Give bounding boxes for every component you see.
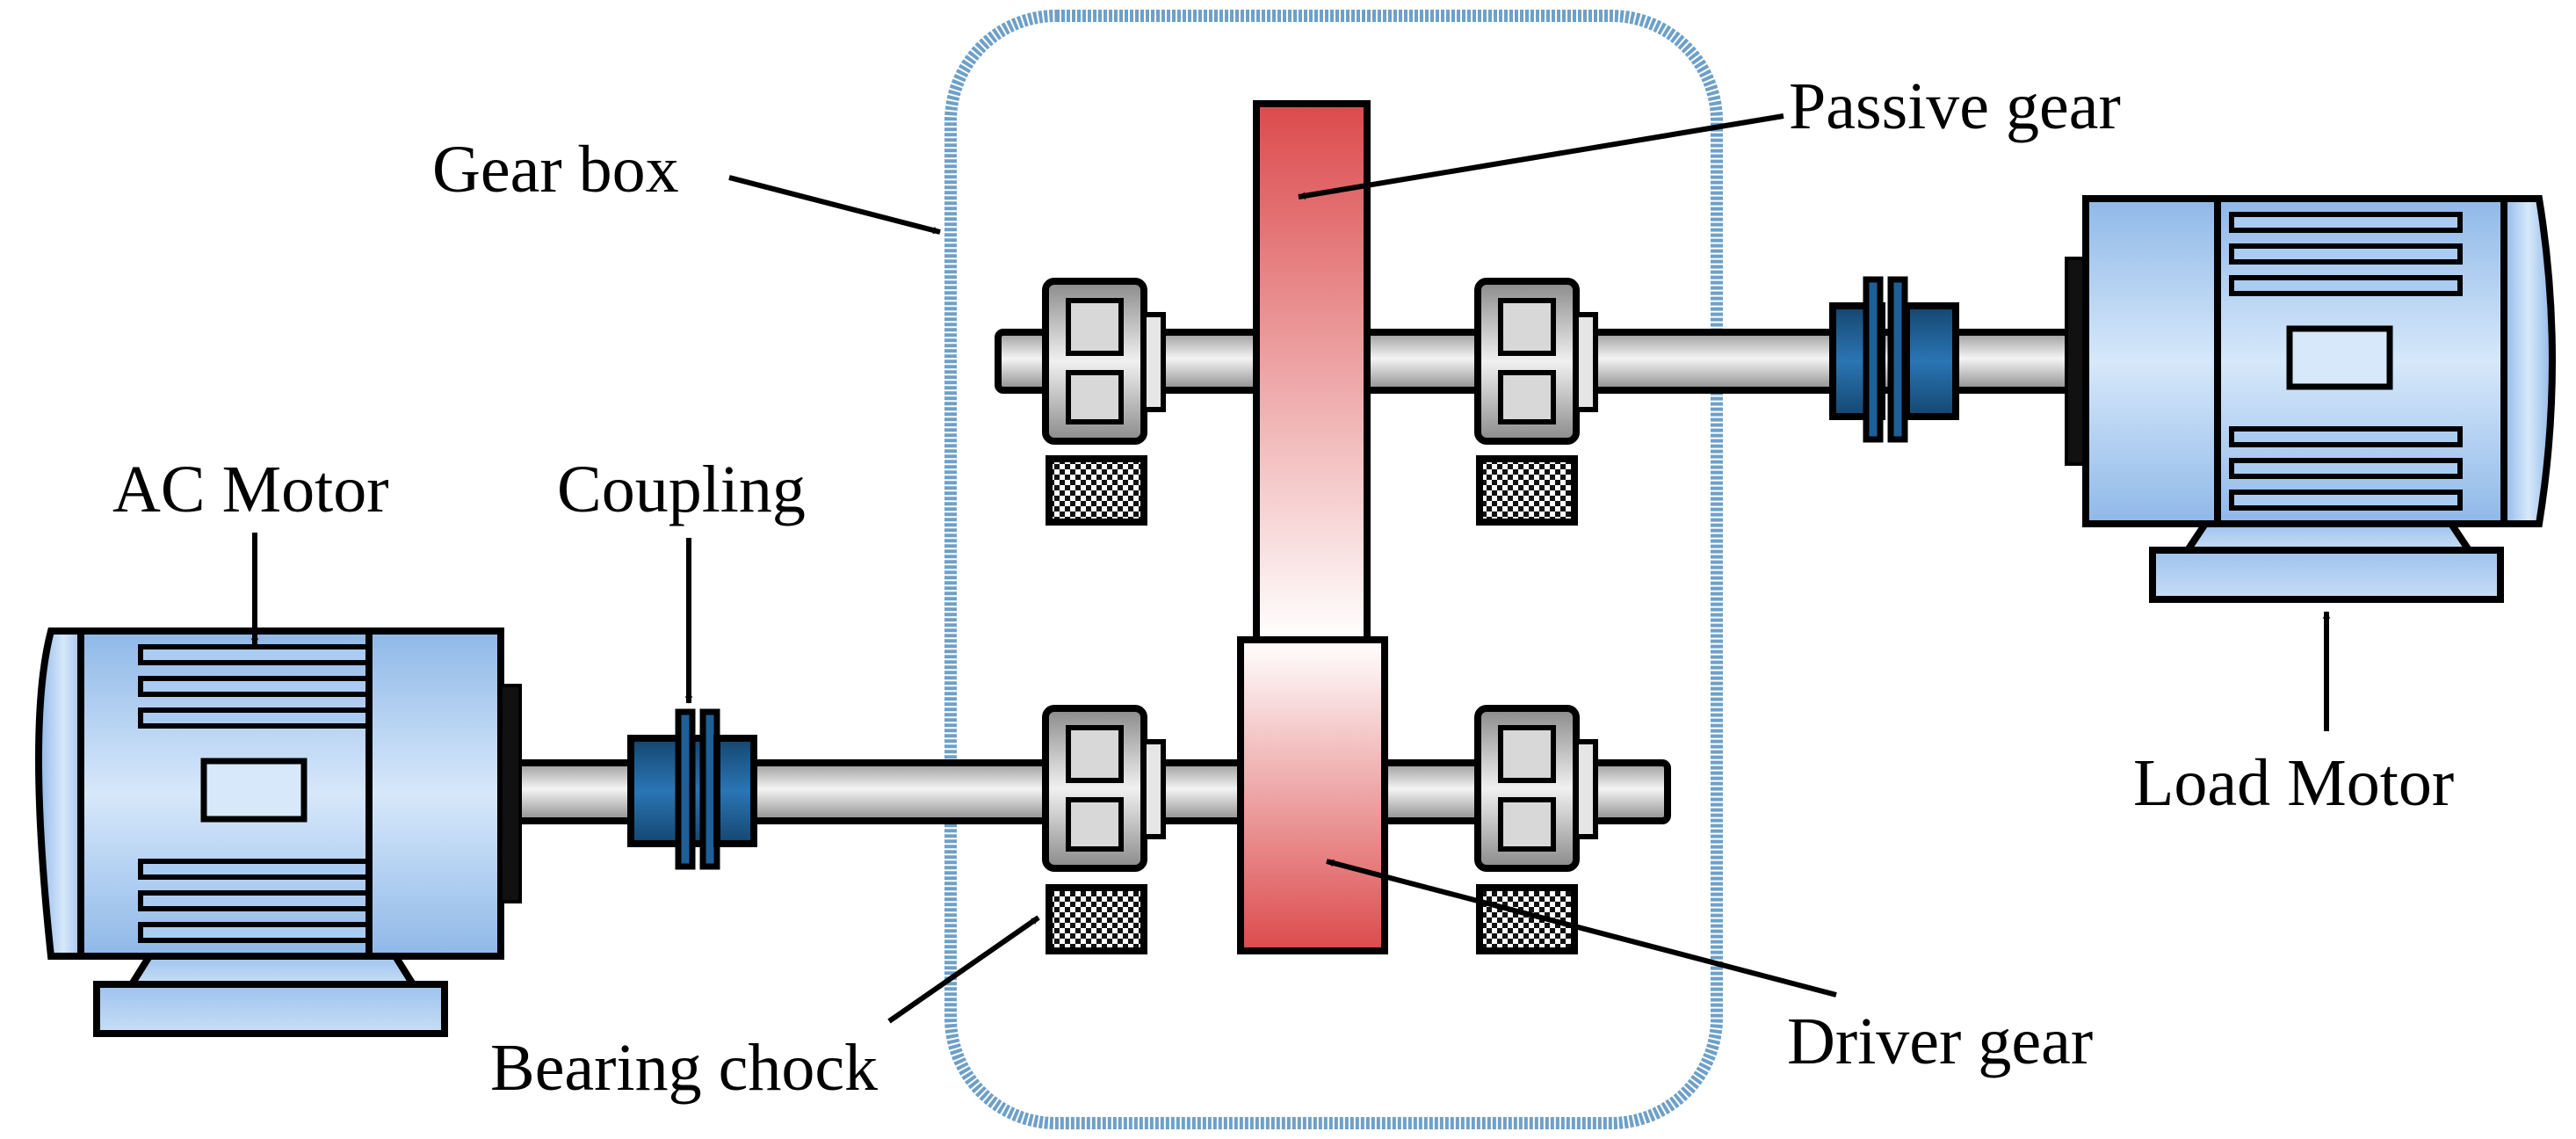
- bearing-top-right: [1478, 281, 1596, 441]
- load-motor-label: Load Motor: [2133, 746, 2454, 820]
- bearing-top-left: [1046, 281, 1163, 441]
- bearing-chock-arrow: [887, 915, 1040, 1024]
- bearing-bottom-right: [1478, 708, 1596, 868]
- gear-box-arrow: [728, 175, 941, 235]
- coupling-label: Coupling: [557, 453, 806, 526]
- coupling-left: [627, 708, 757, 870]
- driver-gear-label: Driver gear: [1787, 1005, 2093, 1078]
- passive-gear-label: Passive gear: [1789, 69, 2121, 143]
- bearing-bottom-left: [1046, 708, 1163, 868]
- bearing-chock-label: Bearing chock: [490, 1031, 878, 1105]
- gearbox-housing: [944, 10, 1723, 1129]
- ac-motor-label: AC Motor: [112, 453, 389, 526]
- bearing-chock-top-left: [1046, 455, 1147, 526]
- driver-gear-shape: [1237, 636, 1388, 954]
- passive-gear-arrow: [1298, 113, 1784, 200]
- load-motor: [2065, 195, 2556, 603]
- ac-motor: [35, 628, 522, 1037]
- passive-gear-shape: [1253, 100, 1371, 643]
- bearing-chock-top-right: [1476, 455, 1578, 526]
- gear-box-label: Gear box: [432, 133, 679, 207]
- coupling-right: [1829, 276, 1959, 443]
- driver-gear-arrow: [1326, 859, 1837, 998]
- bearing-chock-bottom-right: [1476, 884, 1578, 954]
- bearing-chock-bottom-left: [1046, 884, 1147, 954]
